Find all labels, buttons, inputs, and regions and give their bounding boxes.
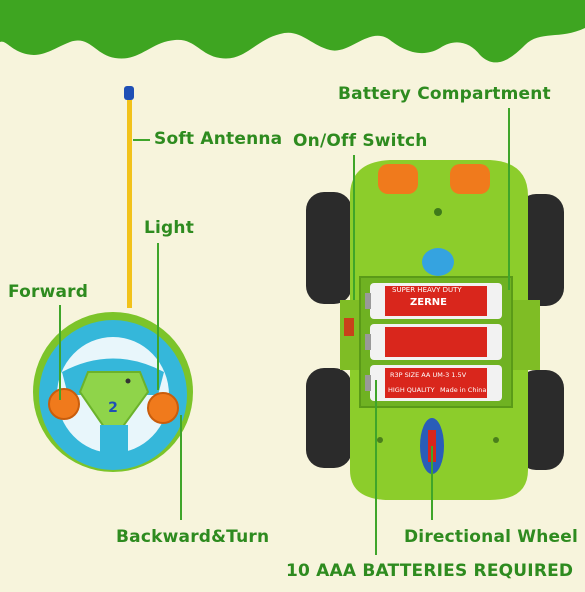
wheel-bottom-right — [518, 370, 564, 470]
battery-size-text: R3P SIZE AA UM-3 1.5V — [390, 371, 467, 379]
label-backward-turn: Backward&Turn — [116, 527, 270, 547]
wheel-top-left — [306, 192, 352, 304]
battery-3 — [365, 365, 502, 401]
toy-car-underside — [306, 160, 564, 500]
battery-top-text: SUPER HEAVY DUTY — [392, 286, 462, 294]
label-on-off-switch: On/Off Switch — [293, 131, 428, 151]
battery-1 — [365, 283, 502, 319]
wheel-top-right — [518, 194, 564, 306]
label-directional-wheel: Directional Wheel — [404, 527, 579, 547]
battery-quality-text: HIGH QUALITY — [388, 386, 435, 394]
label-forward: Forward — [8, 282, 89, 302]
battery-brand: ZERNE — [410, 297, 447, 308]
battery-2 — [365, 324, 502, 360]
remote-controller: 2 — [33, 312, 193, 472]
antenna-tip — [124, 86, 134, 100]
label-light: Light — [144, 218, 195, 238]
on-off-switch — [378, 164, 418, 194]
battery-made-text: Made in China — [440, 386, 487, 394]
label-batteries-required: 10 AAA BATTERIES REQUIRED — [286, 561, 574, 581]
slime-drip — [0, 0, 585, 63]
label-battery-compartment: Battery Compartment — [338, 84, 551, 104]
backward-turn-button — [147, 392, 179, 424]
remote-logo: 2 — [108, 400, 118, 416]
label-soft-antenna: Soft Antenna — [154, 129, 283, 149]
forward-button — [48, 388, 80, 420]
antenna-rod — [127, 100, 132, 308]
wheel-bottom-left — [306, 368, 352, 468]
